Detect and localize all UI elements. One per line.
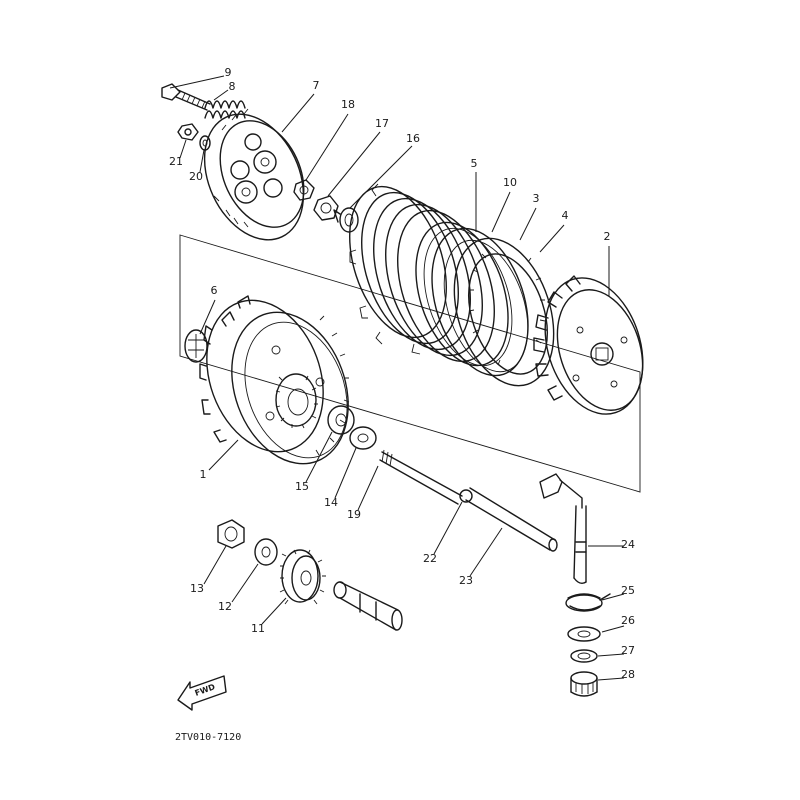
forward-direction-arrow: FWD [177, 675, 227, 711]
spring-part-8 [204, 100, 246, 119]
assembly-outline [179, 234, 641, 493]
callout-label-27: 27 [621, 644, 635, 657]
bearing-part-28 [570, 671, 598, 697]
friction-plate-part-4 [453, 237, 555, 387]
callout-label-15: 15 [295, 480, 309, 493]
leader-line-16 [349, 145, 413, 209]
nut-part-17 [313, 195, 339, 221]
callout-label-9: 9 [225, 66, 232, 79]
callout-label-21: 21 [169, 155, 183, 168]
leader-line-9 [169, 75, 225, 89]
callout-label-1: 1 [200, 468, 207, 481]
callout-label-25: 25 [621, 584, 635, 597]
callout-label-5: 5 [471, 157, 478, 170]
clutch-boss-part-2 [533, 275, 644, 415]
oil-seal-part-27 [570, 649, 598, 663]
callout-label-18: 18 [341, 98, 355, 111]
bolt-part-9 [161, 83, 211, 111]
callout-label-19: 19 [347, 508, 361, 521]
callout-label-12: 12 [218, 600, 232, 613]
leader-line-11 [261, 597, 287, 625]
clutch-plate-part-3 [431, 227, 529, 377]
leader-line-12 [231, 563, 259, 603]
leader-line-27 [597, 653, 625, 657]
leader-line-17 [327, 131, 381, 197]
callout-label-23: 23 [459, 574, 473, 587]
washer-part-12 [254, 538, 278, 566]
plate-washer-part-6 [184, 329, 208, 363]
leader-line-25 [601, 593, 625, 601]
callout-label-26: 26 [621, 614, 635, 627]
friction-plate-stack-part-5 [349, 183, 495, 363]
leader-line-23 [469, 527, 503, 577]
washer-part-26 [567, 626, 601, 642]
callout-label-17: 17 [375, 117, 389, 130]
push-lever-shaft-part-24 [539, 473, 587, 585]
fwd-label: FWD [194, 682, 217, 698]
callout-label-10: 10 [503, 176, 517, 189]
leader-line-28 [597, 677, 625, 681]
primary-drive-gear-part-11 [279, 549, 326, 605]
washer-part-14 [349, 426, 377, 450]
callout-label-28: 28 [621, 668, 635, 681]
callout-label-13: 13 [190, 582, 204, 595]
callout-label-20: 20 [189, 170, 203, 183]
long-push-rod-part-23 [465, 487, 558, 552]
ball-part-22 [459, 489, 473, 503]
leader-line-18 [305, 113, 349, 181]
leader-line-14 [334, 447, 357, 499]
leader-line-19 [357, 465, 379, 511]
callout-label-11: 11 [251, 622, 265, 635]
leader-line-26 [601, 625, 625, 633]
clutch-housing-part-1 [199, 295, 350, 465]
leader-line-8 [213, 89, 229, 101]
leader-line-20 [199, 149, 205, 173]
leader-line-22 [433, 501, 463, 555]
callout-label-4: 4 [562, 209, 569, 222]
callout-label-3: 3 [533, 192, 540, 205]
callout-label-22: 22 [423, 552, 437, 565]
callout-label-7: 7 [313, 79, 320, 92]
leader-line-6 [199, 299, 216, 335]
lock-washer-part-16 [333, 207, 359, 233]
leader-line-10 [491, 191, 511, 233]
push-rod-part-19 [379, 449, 463, 505]
leader-line-1 [208, 439, 239, 471]
leader-line-15 [305, 431, 333, 483]
leader-line-21 [179, 139, 187, 159]
leader-line-7 [281, 93, 315, 133]
leader-line-13 [203, 545, 227, 585]
nut-part-13 [217, 519, 245, 549]
callout-label-14: 14 [324, 496, 338, 509]
nut-part-21 [177, 123, 199, 141]
callout-label-16: 16 [406, 132, 420, 145]
clutch-plate-part-10 [415, 221, 513, 367]
pressure-plate-part-7 [203, 108, 305, 241]
callout-label-24: 24 [621, 538, 635, 551]
leader-line-3 [519, 207, 537, 241]
crankshaft-end [333, 581, 403, 631]
callout-label-8: 8 [229, 80, 236, 93]
spring-part-25 [565, 593, 611, 612]
callout-label-2: 2 [604, 230, 611, 243]
thrust-washer-part-15 [327, 405, 355, 435]
callout-label-6: 6 [211, 284, 218, 297]
diagram-code: 2TV010-7120 [175, 732, 241, 743]
leader-line-4 [539, 224, 565, 253]
